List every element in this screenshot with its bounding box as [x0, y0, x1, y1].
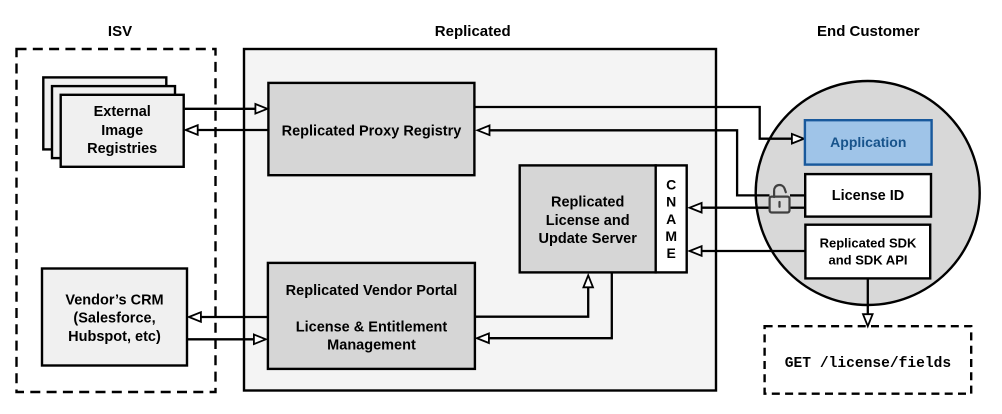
svg-text:(Salesforce,: (Salesforce,	[73, 311, 155, 327]
svg-text:Vendor’s CRM: Vendor’s CRM	[65, 292, 163, 308]
svg-text:Replicated Proxy Registry: Replicated Proxy Registry	[282, 123, 462, 139]
svg-text:Hubspot, etc): Hubspot, etc)	[68, 329, 161, 345]
svg-text:A: A	[666, 211, 676, 227]
svg-text:E: E	[667, 245, 676, 261]
svg-text:ISV: ISV	[108, 23, 132, 40]
svg-text:N: N	[666, 194, 676, 210]
svg-text:External: External	[94, 104, 151, 120]
svg-text:Replicated: Replicated	[435, 23, 511, 40]
svg-text:Management: Management	[327, 338, 416, 354]
svg-text:and SDK API: and SDK API	[829, 252, 908, 267]
svg-text:Application: Application	[830, 134, 906, 150]
svg-text:Replicated: Replicated	[551, 194, 624, 210]
svg-text:License ID: License ID	[832, 188, 905, 204]
svg-text:M: M	[665, 228, 677, 244]
svg-text:License & Entitlement: License & Entitlement	[296, 320, 448, 336]
svg-text:Registries: Registries	[87, 141, 157, 157]
svg-text:Replicated Vendor Portal: Replicated Vendor Portal	[286, 283, 458, 299]
svg-text:End Customer: End Customer	[817, 23, 920, 40]
svg-text:GET /license/fields: GET /license/fields	[785, 356, 951, 372]
svg-text:Image: Image	[101, 123, 143, 139]
svg-text:Update Server: Update Server	[539, 231, 638, 247]
svg-text:C: C	[666, 176, 676, 192]
svg-text:License and: License and	[546, 213, 630, 229]
svg-text:Replicated SDK: Replicated SDK	[820, 236, 917, 251]
